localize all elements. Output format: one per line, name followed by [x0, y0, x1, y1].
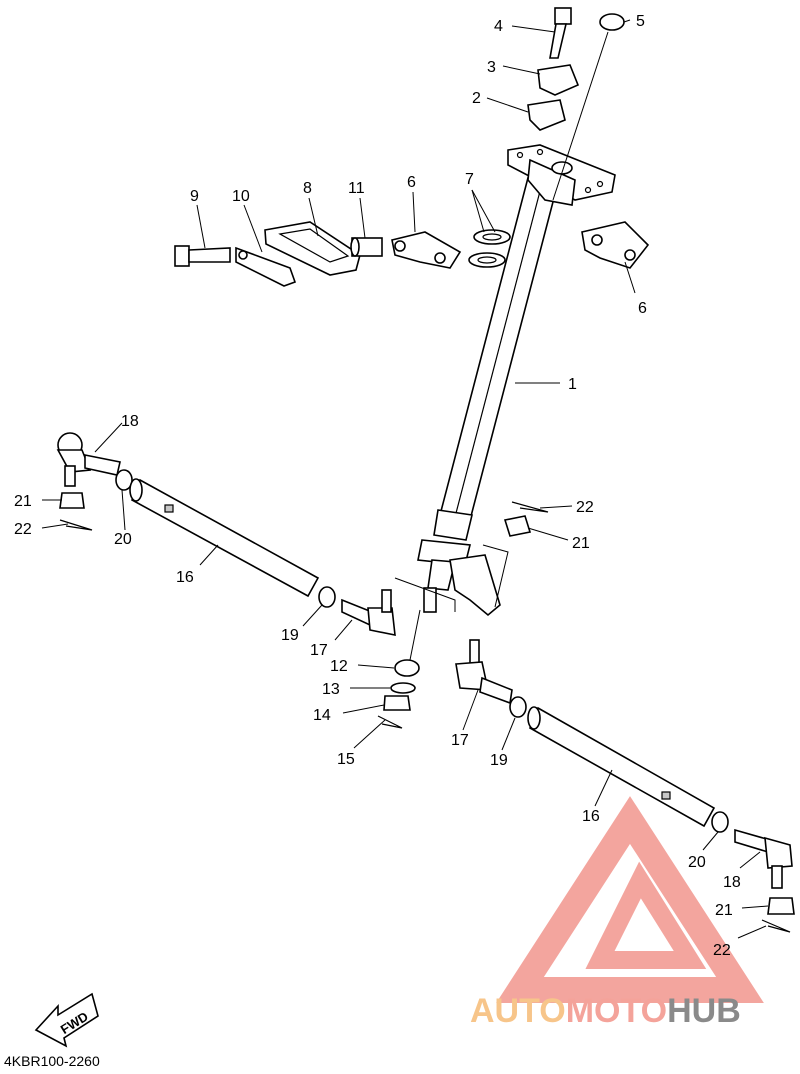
callout-17-right: 17 — [451, 732, 469, 749]
holder-upper — [537, 64, 580, 96]
callout-20-left: 20 — [114, 531, 132, 548]
pin-15 — [377, 715, 403, 729]
callout-2: 2 — [472, 90, 481, 107]
callout-21-right: 21 — [715, 902, 733, 919]
watermark-text: AUTOMOTOHUB — [470, 992, 741, 1030]
plate-6-left — [391, 231, 462, 269]
callout-labels: 1 2 3 4 5 6 6 7 8 9 10 11 12 13 14 15 16… — [14, 13, 741, 959]
nut-21-right — [767, 897, 795, 915]
pin-22-left — [59, 519, 93, 531]
callout-8: 8 — [303, 180, 312, 197]
tie-rod-end-18-left — [56, 432, 121, 487]
watermark-logo — [496, 796, 764, 1003]
cap-5 — [552, 13, 625, 201]
bracket-6-right — [581, 221, 650, 269]
holder-lower — [527, 99, 566, 131]
callout-18-right: 18 — [723, 874, 741, 891]
callout-5: 5 — [636, 13, 645, 30]
tie-rod-end-17-left — [341, 589, 396, 636]
callout-6-right: 6 — [638, 300, 647, 317]
callout-1: 1 — [568, 376, 577, 393]
svg-text:AUTOMOTOHUB: AUTOMOTOHUB — [470, 992, 741, 1030]
callout-22-right: 22 — [713, 942, 731, 959]
nut-19-right — [509, 696, 527, 718]
callout-15: 15 — [337, 751, 355, 768]
nut-21-center — [503, 515, 532, 537]
callout-22-center: 22 — [576, 499, 594, 516]
callout-11: 11 — [348, 180, 365, 197]
nut-20-left — [115, 469, 133, 491]
callout-18-left: 18 — [121, 413, 139, 430]
callout-9: 9 — [190, 188, 199, 205]
washer-12 — [394, 659, 420, 677]
watermark-triangle-inner — [585, 861, 707, 969]
tie-rod-end-17-right — [455, 639, 513, 705]
washers-7 — [468, 229, 511, 268]
callout-10: 10 — [232, 188, 250, 205]
callout-4: 4 — [494, 18, 503, 35]
tie-rod-16-left — [129, 478, 320, 598]
callout-13: 13 — [322, 681, 340, 698]
tie-rod-end-18-right — [734, 828, 793, 889]
bolt-9 — [174, 245, 231, 267]
fwd-arrow: FWD — [34, 992, 99, 1048]
callout-6-left: 6 — [407, 174, 416, 191]
watermark-triangle-outer — [496, 796, 764, 1003]
link-8 — [264, 221, 361, 276]
nut-21-left — [59, 492, 85, 509]
collar-11 — [350, 237, 383, 257]
watermark-hub: HUB — [667, 992, 741, 1030]
plate-10 — [235, 246, 297, 287]
callout-12: 12 — [330, 658, 348, 675]
callout-21-center: 21 — [572, 535, 590, 552]
nut-19-left — [318, 586, 336, 608]
nut-20-right — [711, 811, 729, 833]
callout-14: 14 — [313, 707, 331, 724]
callout-19-left: 19 — [281, 627, 299, 644]
pin-22-right — [761, 919, 791, 933]
callout-17-left: 17 — [310, 642, 328, 659]
diagram-code: 4KBR100-2260 — [4, 1053, 100, 1069]
watermark-moto: MOTO — [566, 992, 667, 1030]
callout-3: 3 — [487, 59, 496, 76]
callout-7: 7 — [465, 171, 474, 188]
bolt-4 — [549, 7, 572, 59]
washer-13 — [390, 682, 416, 694]
callout-21-left: 21 — [14, 493, 32, 510]
nut-14 — [383, 695, 411, 711]
steering-shaft — [394, 169, 561, 617]
callout-22-left: 22 — [14, 521, 32, 538]
tie-rod-16-right — [527, 706, 716, 828]
callout-16-left: 16 — [176, 569, 194, 586]
callout-16-right: 16 — [582, 808, 600, 825]
callout-20-right: 20 — [688, 854, 706, 871]
pin-22-center — [511, 501, 549, 513]
callout-19-right: 19 — [490, 752, 508, 769]
leader-lines — [41, 19, 769, 939]
watermark-auto: AUTO — [470, 992, 566, 1030]
